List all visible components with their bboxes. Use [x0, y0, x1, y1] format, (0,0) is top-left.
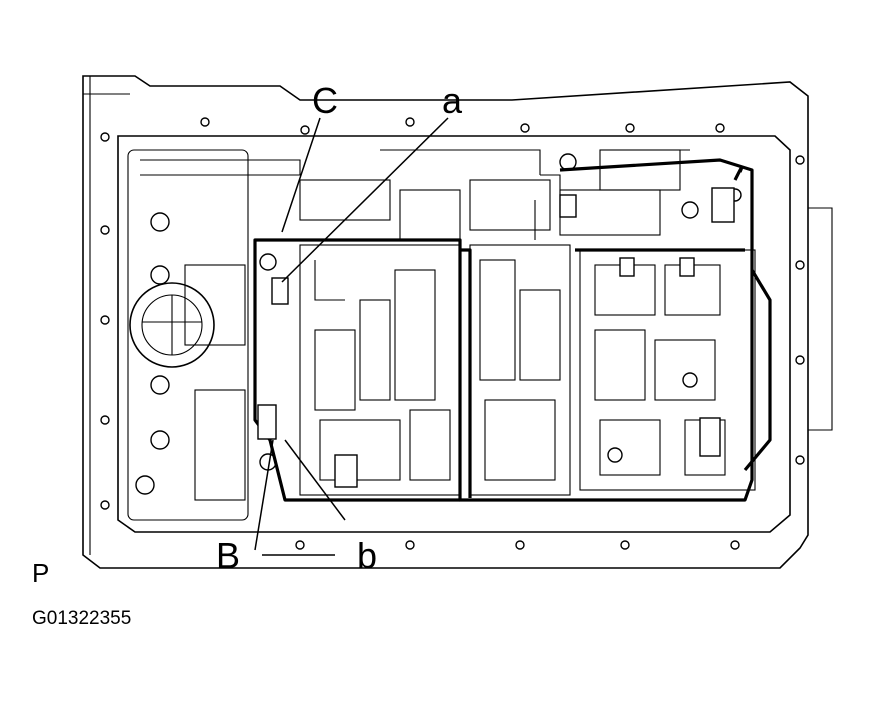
callout-c: C — [312, 80, 338, 121]
view-letter: P — [32, 558, 49, 588]
leader-b-lower — [284, 439, 346, 521]
mounting-bolts — [100, 117, 805, 550]
connectors — [257, 187, 735, 488]
callout-leaders — [254, 117, 449, 556]
leader-a — [281, 117, 449, 283]
strainer-port — [129, 282, 215, 368]
callout-a: a — [442, 80, 463, 121]
callout-b-lower: b — [357, 535, 377, 576]
callout-b-upper: B — [216, 535, 240, 576]
transmission-case — [82, 75, 833, 569]
leader-b-upper — [254, 439, 274, 551]
figure-code: G01322355 — [32, 608, 131, 629]
valve-body-details — [140, 149, 726, 501]
valve-body-plate — [117, 135, 791, 533]
leader-c — [281, 117, 321, 233]
